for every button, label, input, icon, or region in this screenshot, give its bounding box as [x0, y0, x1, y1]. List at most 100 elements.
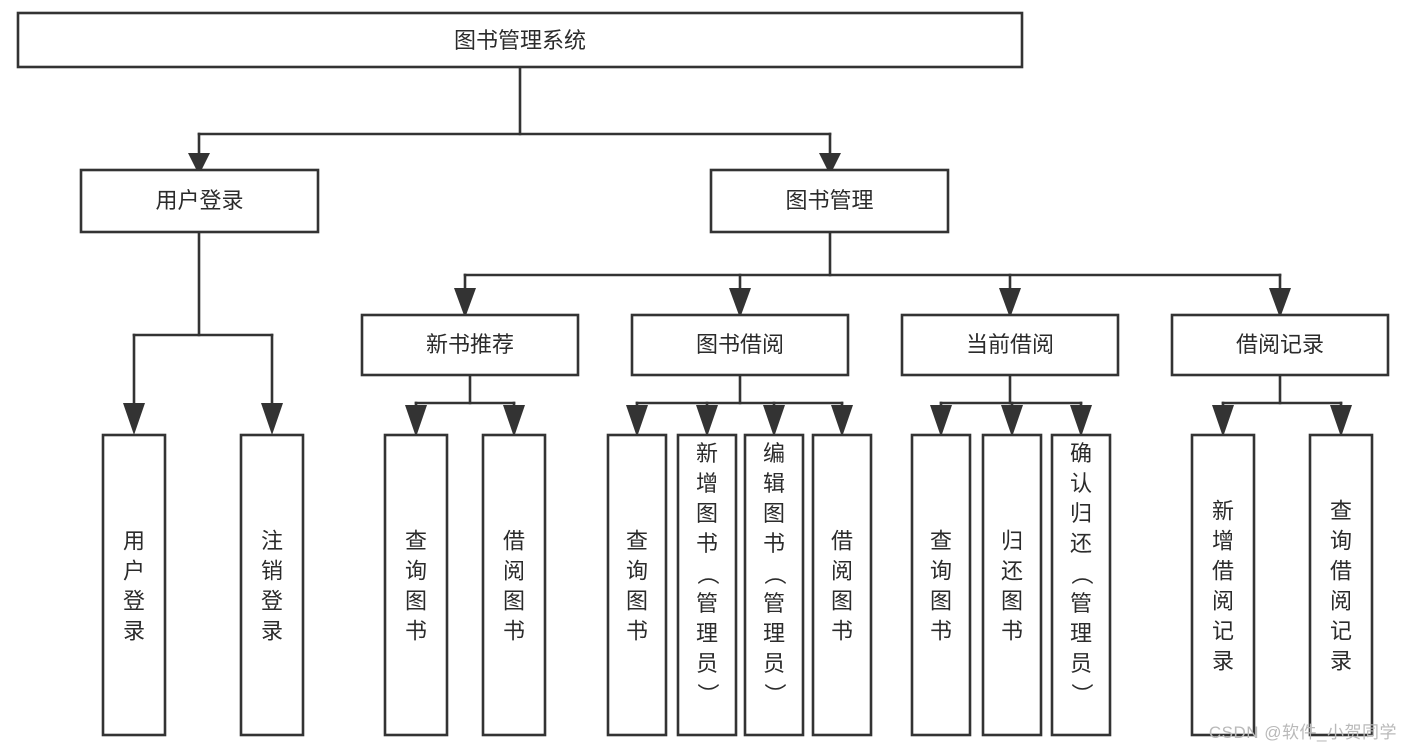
node-leaf-return-book-box[interactable] [981, 433, 1043, 737]
vertical-char: 书 [831, 618, 853, 643]
node-leaf-query-borrow-record-box[interactable] [1308, 433, 1374, 737]
vertical-char: ） [695, 683, 720, 705]
vertical-char: 借 [503, 528, 525, 553]
vertical-char: 员 [1070, 651, 1092, 676]
node-leaf-borrow-book-1-box[interactable] [481, 433, 547, 737]
vertical-char: 书 [763, 531, 785, 556]
vertical-char: 管 [763, 591, 785, 616]
vertical-char: 归 [1001, 528, 1023, 553]
vertical-char: 图 [930, 588, 952, 613]
node-leaf-logout-box[interactable] [239, 433, 305, 737]
vertical-char: 还 [1070, 531, 1092, 556]
node-leaf-edit-book-admin-box[interactable] [743, 433, 805, 737]
vertical-char: 员 [763, 651, 785, 676]
arrow-to-user-login [188, 153, 210, 175]
arrow-to-book-borrow [729, 288, 751, 318]
node-user-login-box[interactable] [79, 168, 320, 234]
vertical-char: 新 [1212, 498, 1234, 523]
arrow-to-leaf-user-login [123, 403, 145, 435]
node-book-borrow-box[interactable] [630, 313, 850, 377]
vertical-char: 图 [831, 588, 853, 613]
vertical-char: 记 [1330, 618, 1352, 643]
vertical-char: 管 [1070, 591, 1092, 616]
node-root[interactable]: 图书管理系统 [16, 11, 1024, 69]
vertical-char: 书 [1001, 618, 1023, 643]
vertical-char: 图 [763, 501, 785, 526]
vertical-char: 图 [626, 588, 648, 613]
vertical-char: 阅 [1212, 588, 1234, 613]
node-leaf-user-login[interactable]: 用户登录 [101, 433, 167, 737]
vertical-char: 查 [405, 528, 427, 553]
vertical-char: 还 [1001, 558, 1023, 583]
node-leaf-add-book-admin-box[interactable] [676, 433, 738, 737]
node-user-login[interactable]: 用户登录 [79, 168, 320, 234]
node-leaf-borrow-book-2-box[interactable] [811, 433, 873, 737]
node-book-manage-box[interactable] [709, 168, 950, 234]
vertical-char: 确 [1070, 441, 1092, 466]
vertical-char: 询 [1330, 528, 1352, 553]
node-new-book-recommend-box[interactable] [360, 313, 580, 377]
vertical-char: 查 [626, 528, 648, 553]
vertical-char: 辑 [763, 471, 785, 496]
node-borrow-record-label: 借阅记录 [1236, 332, 1324, 357]
node-borrow-record[interactable]: 借阅记录 [1170, 313, 1390, 377]
vertical-char: 阅 [831, 558, 853, 583]
vertical-char: 员 [696, 651, 718, 676]
node-current-borrow-box[interactable] [900, 313, 1120, 377]
node-book-manage-label: 图书管理 [785, 188, 873, 213]
node-book-manage[interactable]: 图书管理 [709, 168, 950, 234]
node-leaf-query-book-3-box[interactable] [910, 433, 972, 737]
node-book-borrow[interactable]: 图书借阅 [630, 313, 850, 377]
vertical-char: 阅 [503, 558, 525, 583]
node-leaf-confirm-return-admin-box[interactable] [1050, 433, 1112, 737]
arrow-to-leaf-query-book-2 [626, 405, 648, 437]
node-root-label: 图书管理系统 [454, 28, 586, 53]
arrow-to-new-book-recommend [454, 288, 476, 318]
vertical-char: 询 [405, 558, 427, 583]
vertical-char: 查 [930, 528, 952, 553]
node-current-borrow[interactable]: 当前借阅 [900, 313, 1120, 377]
vertical-char: 增 [696, 471, 718, 496]
node-new-book-recommend[interactable]: 新书推荐 [360, 313, 580, 377]
node-leaf-query-book-2-box[interactable] [606, 433, 668, 737]
vertical-char: 登 [123, 588, 145, 613]
vertical-char: 书 [696, 531, 718, 556]
vertical-char: 录 [1212, 648, 1234, 673]
node-root-box[interactable] [16, 11, 1024, 69]
vertical-char: 阅 [1330, 588, 1352, 613]
node-leaf-query-book-1-box[interactable] [383, 433, 449, 737]
arrow-heads [123, 153, 1352, 437]
vertical-char: ） [1069, 683, 1094, 705]
arrow-to-leaf-query-book-1 [405, 405, 427, 437]
node-leaf-user-login-label: 用户登录 [123, 528, 145, 643]
vertical-char: 记 [1212, 618, 1234, 643]
vertical-char: 编 [763, 441, 785, 466]
vertical-char: （ [1069, 563, 1094, 585]
vertical-char: 借 [831, 528, 853, 553]
vertical-char: 询 [626, 558, 648, 583]
node-borrow-record-box[interactable] [1170, 313, 1390, 377]
node-leaf-user-login-box[interactable] [101, 433, 167, 737]
vertical-char: 户 [123, 558, 145, 583]
vertical-char: 询 [930, 558, 952, 583]
node-leaf-add-borrow-record-box[interactable] [1190, 433, 1256, 737]
vertical-char: 用 [123, 528, 145, 553]
